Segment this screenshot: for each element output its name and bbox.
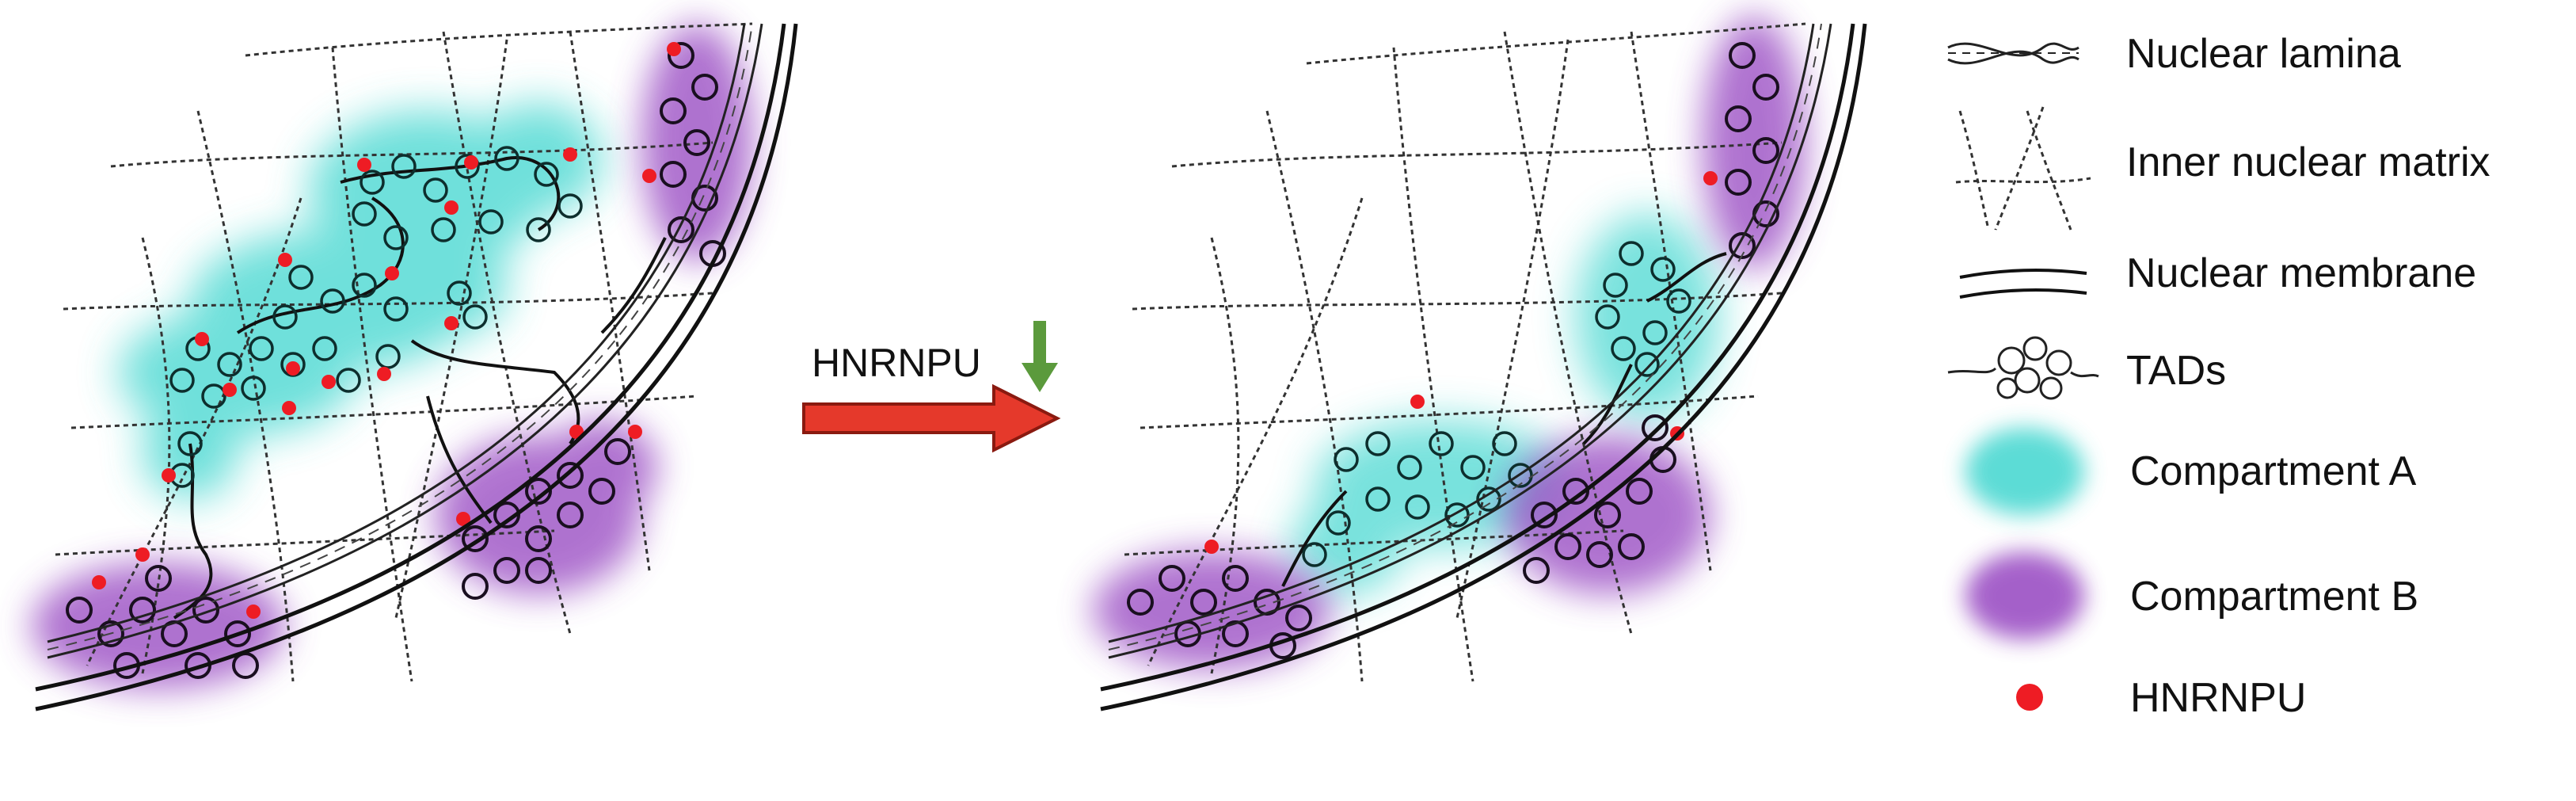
inner-nuclear-matrix-icon [1955,106,2091,231]
left-nucleus-panel [32,22,798,711]
red-transition-arrow [802,383,1061,453]
left-nuclear-envelope [35,23,798,711]
right-nucleus-panel [1093,16,1867,711]
legend-label-matrix: Inner nuclear matrix [2126,139,2490,185]
green-down-arrow-icon [1022,321,1058,392]
legend-label-compartment-a: Compartment A [2130,448,2417,494]
legend-label-tads: TADs [2126,348,2226,394]
nuclear-membrane-icon [1959,269,2087,299]
right-nuclear-envelope [1100,23,1867,711]
right-tads-compartment-a [1302,241,1691,567]
legend-label-membrane: Nuclear membrane [2126,250,2476,296]
legend-label-hnrnpu: HNRNPU [2130,675,2306,721]
legend: Nuclear lamina Inner nuclear matrix Nucl… [1947,31,2490,721]
compartment-a-icon [1965,428,2084,515]
left-tads-compartment-b [66,42,726,679]
hnrnpu-dot-icon [2016,684,2043,711]
nuclear-lamina-icon [1947,42,2079,65]
hnrnpu-knockdown-arrow: HNRNPU [802,321,1061,453]
tads-icon [1947,336,2099,400]
right-chromatin-fiber [1281,252,1727,587]
legend-label-compartment-b: Compartment B [2130,574,2418,620]
arrow-label: HNRNPU [812,341,981,385]
compartment-b-icon [1965,552,2084,639]
legend-label-lamina: Nuclear lamina [2126,31,2401,77]
left-hnrnpu-dots [92,42,681,619]
